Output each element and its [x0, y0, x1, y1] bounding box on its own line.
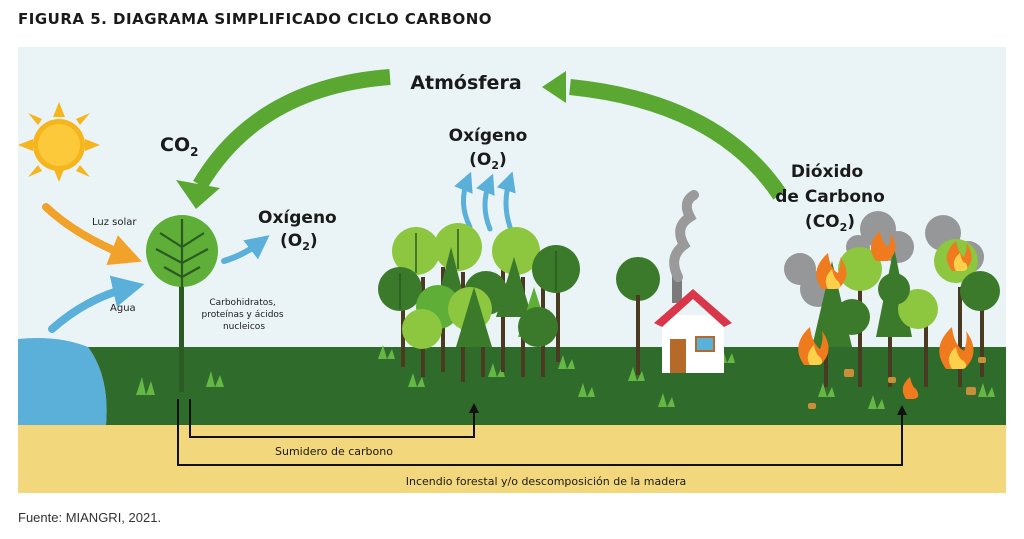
water-arrow	[48, 275, 145, 333]
water-body	[18, 338, 107, 425]
co2-to-atmosphere-arrow	[542, 71, 787, 200]
grass-tufts	[136, 345, 995, 409]
soil-band	[18, 425, 1006, 493]
forest-oxygen-label: Oxígeno	[449, 126, 528, 146]
dioxide-formula: (CO2)	[805, 212, 855, 234]
sun-icon	[18, 102, 100, 182]
carbon-cycle-diagram: Luz solar Agua Oxígeno (O2) Carbohidrato…	[18, 47, 1006, 493]
sunlight-arrow	[42, 203, 142, 266]
forest-oxygen-formula: (O2)	[469, 150, 507, 172]
burning-forest	[784, 211, 1000, 409]
carbs-label: Carbohidratos, proteínas y ácidos nuclei…	[202, 298, 287, 332]
water-label: Agua	[110, 303, 136, 314]
dioxide-label: Dióxido de Carbono	[775, 162, 885, 207]
house	[616, 190, 732, 375]
atmosphere-to-tree-arrow	[176, 69, 391, 209]
main-tree	[146, 215, 218, 392]
fire-icons	[798, 231, 974, 399]
figure-title: FIGURA 5. DIAGRAMA SIMPLIFICADO CICLO CA…	[18, 10, 492, 28]
forest	[378, 223, 580, 382]
forest-oxygen-arrows	[454, 171, 516, 232]
sunlight-label: Luz solar	[92, 217, 137, 228]
forest-fire-bracket	[177, 399, 907, 466]
grass-band	[18, 347, 1006, 425]
forest-fire-label: Incendio forestal y/o descomposición de …	[406, 475, 686, 488]
carbon-sink-label: Sumidero de carbono	[275, 445, 393, 458]
atmosphere-label: Atmósfera	[410, 72, 521, 94]
tree-oxygen-formula: (O2)	[280, 231, 318, 253]
tree-oxygen-label: Oxígeno	[258, 208, 337, 228]
co2-label: CO2	[160, 134, 198, 159]
carbon-sink-bracket	[189, 399, 479, 438]
tree-oxygen-arrow	[221, 235, 270, 264]
figure-source: Fuente: MIANGRI, 2021.	[18, 510, 162, 525]
